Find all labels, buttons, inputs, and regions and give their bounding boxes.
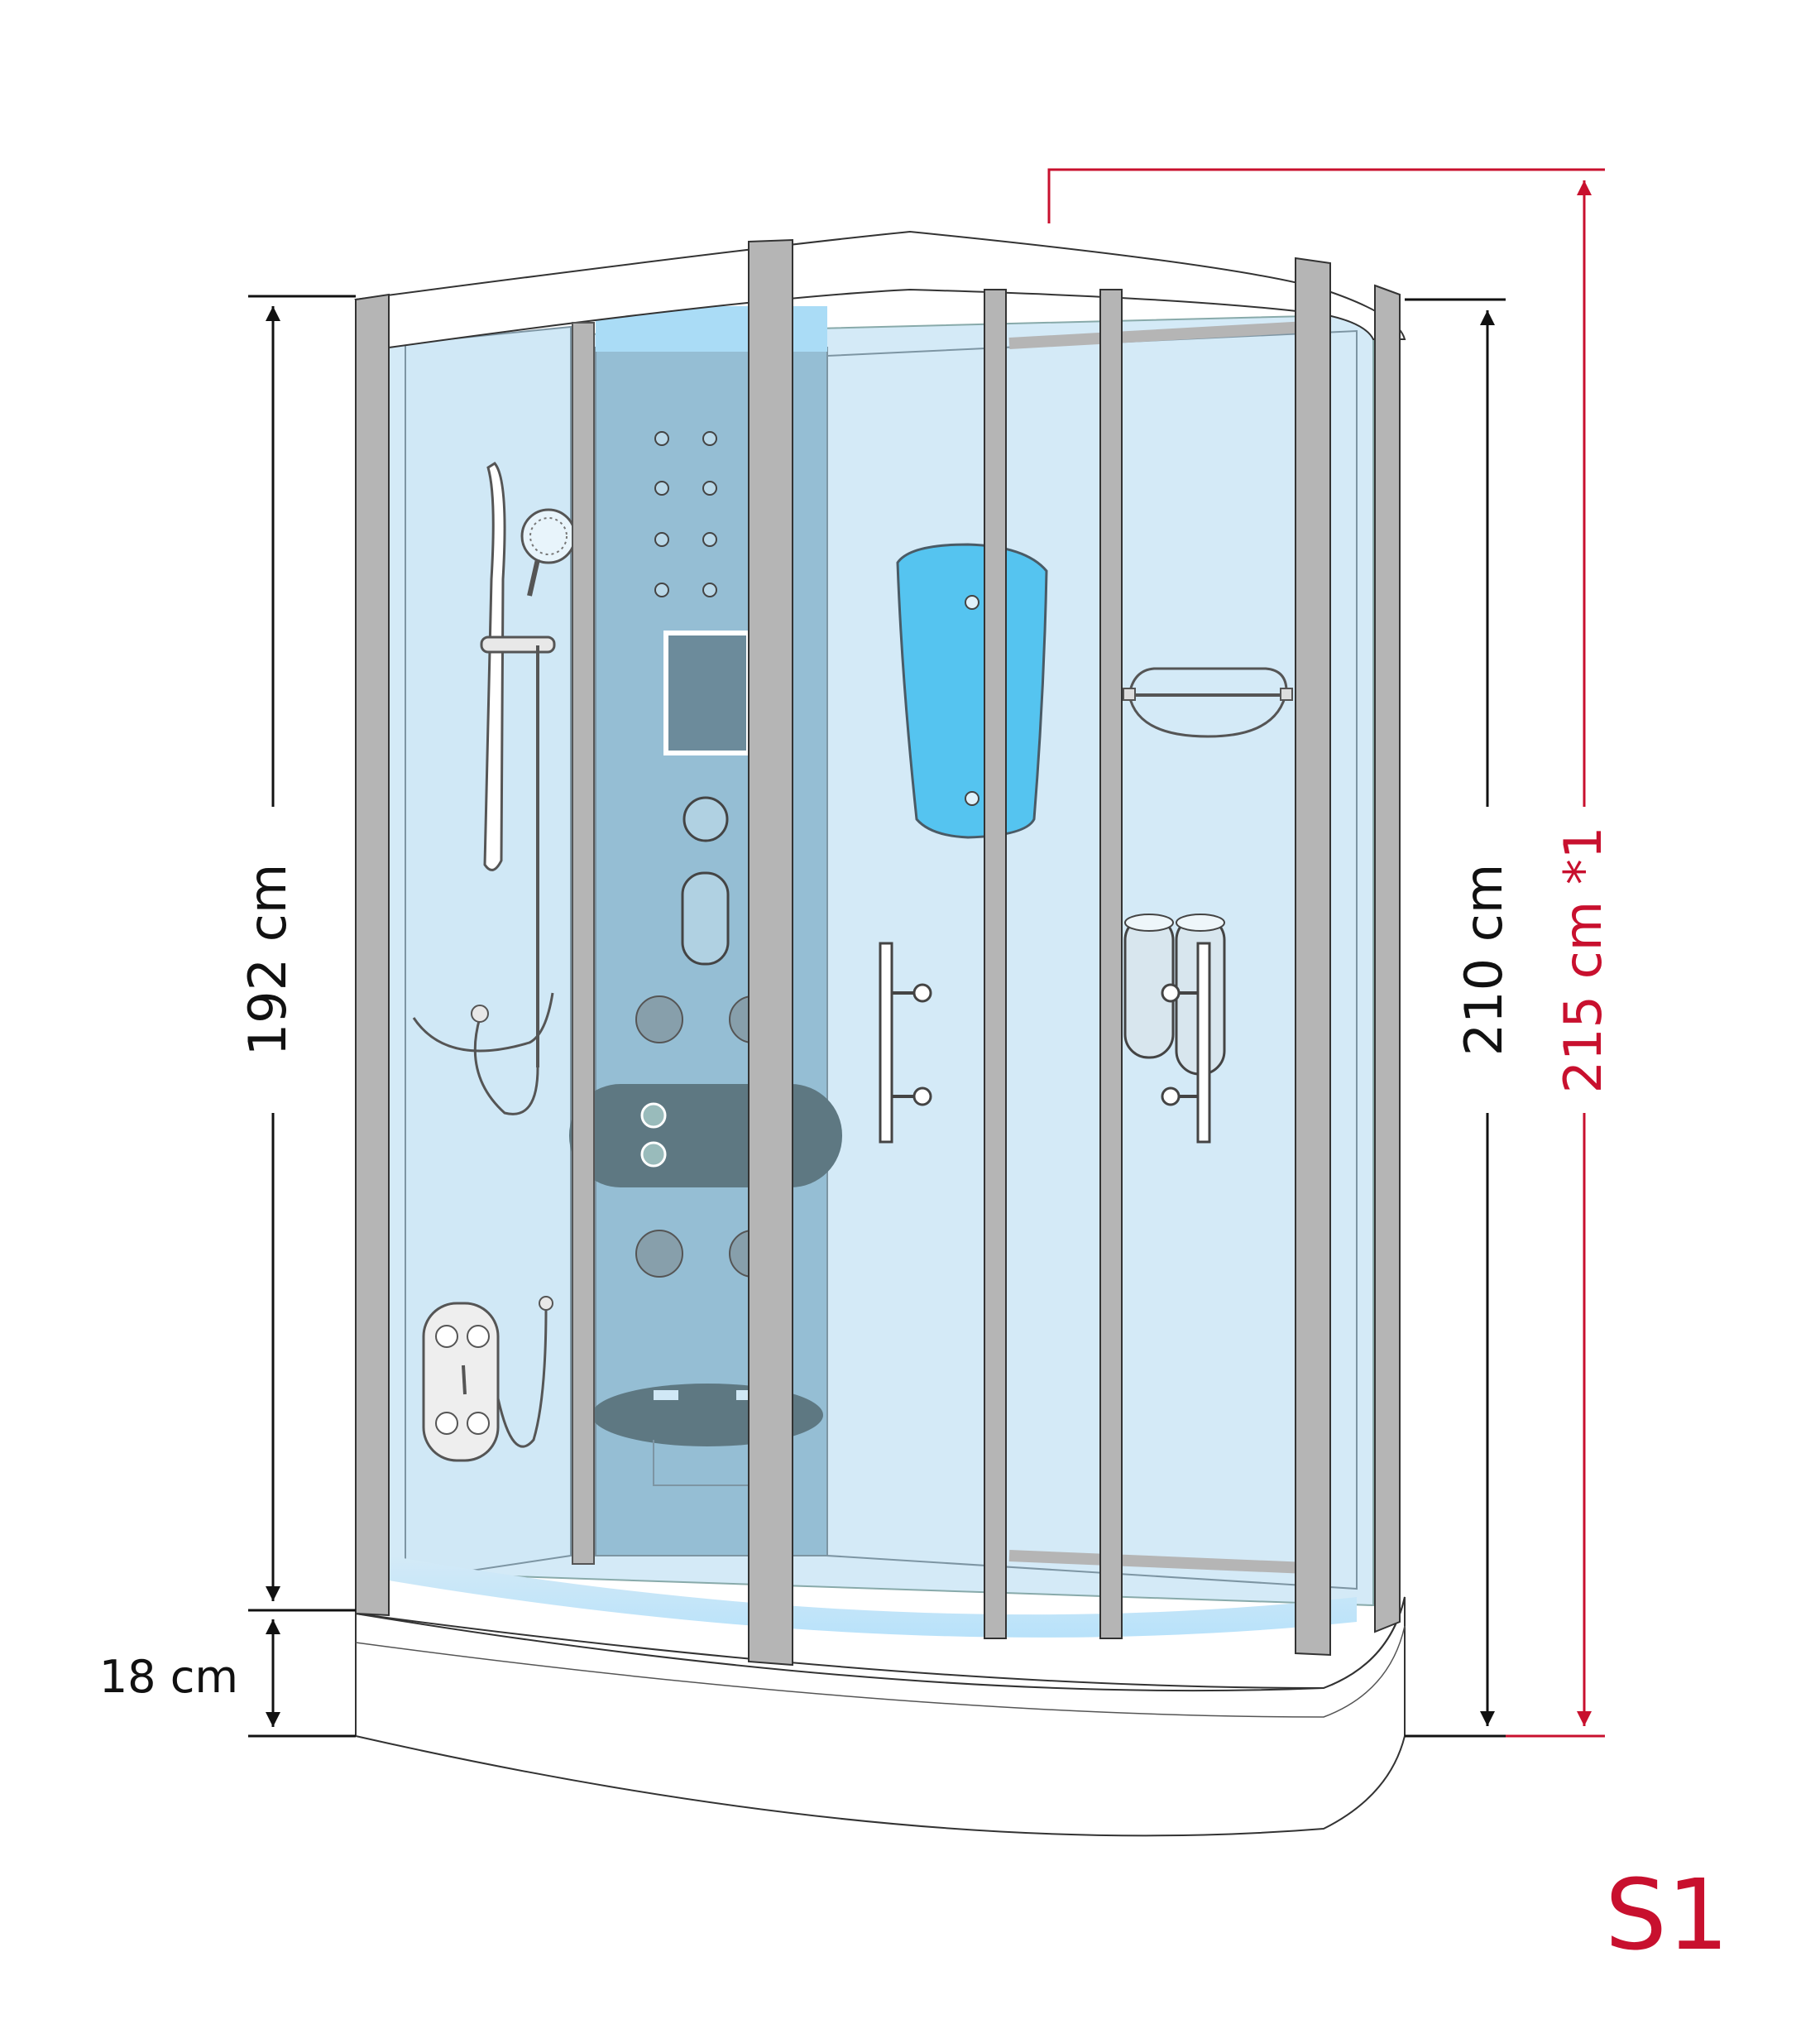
dimension-18cm: 18 cm	[99, 1619, 356, 1738]
door-handle-left	[879, 942, 932, 1144]
dimension-label-210: 210 cm	[1454, 864, 1514, 1057]
dimension-label-18: 18 cm	[99, 1651, 238, 1703]
panel-jets	[654, 431, 717, 597]
dimension-label-192: 192 cm	[237, 864, 298, 1057]
dimension-label-215: 215 cm *1	[1553, 827, 1613, 1094]
body-jet	[702, 481, 717, 496]
back-cushion	[569, 1084, 842, 1187]
body-jet	[702, 532, 717, 547]
shelf	[1121, 667, 1293, 738]
top-rim	[354, 230, 1406, 349]
dimension-192cm: 192 cm	[237, 295, 356, 1612]
body-jet	[654, 532, 669, 547]
frame-posts	[355, 238, 1401, 1667]
dimension-215cm: 215 cm *1	[1047, 168, 1613, 1738]
foot-massage-panel	[422, 1296, 553, 1462]
dimension-210cm: 210 cm	[1405, 298, 1514, 1738]
body-jet	[702, 583, 717, 597]
model-code: S1	[1605, 1858, 1729, 1972]
hand-shower-set	[412, 462, 577, 1115]
body-jet	[654, 583, 669, 597]
door-handle-right	[1161, 942, 1211, 1144]
body-jet	[654, 481, 669, 496]
headrest	[896, 543, 1048, 839]
body-jet	[702, 431, 717, 446]
body-jet	[654, 431, 669, 446]
